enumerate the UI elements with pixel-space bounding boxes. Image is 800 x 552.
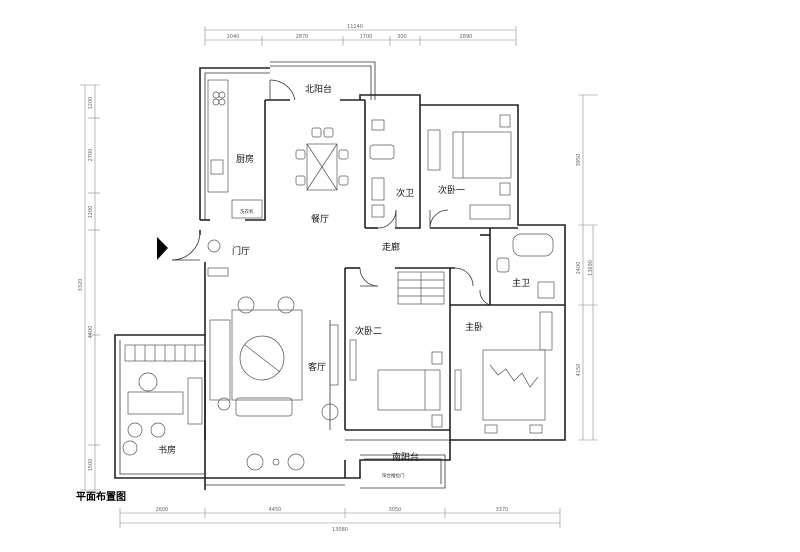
label-corridor: 走廊 <box>382 241 400 253</box>
dim-left-2: 2700 <box>88 149 94 162</box>
dim-right-4: 4150 <box>576 364 582 377</box>
bed-1-furniture <box>427 114 512 220</box>
label-second-bath: 次卫 <box>396 187 414 199</box>
plan-title: 平面布置图 <box>76 490 126 503</box>
dining-table <box>295 127 349 191</box>
label-foyer: 门厅 <box>232 245 250 257</box>
dim-top-3: 1700 <box>360 34 373 40</box>
kitchen-fixtures: 洗衣机 <box>207 79 263 219</box>
label-master-bed: 主卧 <box>465 321 483 333</box>
label-south-balcony: 南阳台 <box>392 451 419 463</box>
right-dimension-lines: 3950 2400 13690 4150 <box>576 94 598 441</box>
foyer-furniture <box>207 239 229 277</box>
left-dimension-lines: 1200 2700 1200 3320 4400 1500 <box>78 84 100 491</box>
wardrobe <box>397 271 445 305</box>
dim-top-2: 2870 <box>296 34 309 40</box>
interior-walls <box>204 99 565 441</box>
dim-bottom-3: 3050 <box>389 507 402 513</box>
entrance-arrow-icon <box>157 237 168 260</box>
appliance-label: 洗衣机 <box>240 208 254 215</box>
dim-right-2: 2400 <box>576 262 582 275</box>
bottom-dimension-lines: 2600 4450 3050 3370 13080 <box>119 507 561 533</box>
dim-bottom-4: 3370 <box>496 507 509 513</box>
label-second-bed-2: 次卧二 <box>355 325 382 337</box>
dim-top-1: 2040 <box>227 34 240 40</box>
label-north-balcony: 北阳台 <box>305 83 332 95</box>
doors <box>171 79 491 306</box>
master-bath-fixtures <box>496 233 555 299</box>
second-bath-fixtures <box>369 119 395 218</box>
dim-bottom-1: 2600 <box>156 507 169 513</box>
study-furniture <box>122 344 206 456</box>
exterior-walls <box>114 61 566 490</box>
master-bed-furniture <box>454 311 553 434</box>
dim-bottom-overall: 13080 <box>332 527 348 533</box>
dim-top-5: 2890 <box>460 34 473 40</box>
top-dimension-lines: 11140 2040 2870 1700 300 2890 <box>204 24 517 46</box>
dim-top-4: 300 <box>397 34 407 40</box>
dim-right-3: 13690 <box>588 260 594 276</box>
label-living: 客厅 <box>308 361 326 373</box>
living-furniture <box>209 296 339 471</box>
dim-left-6: 1500 <box>88 459 94 472</box>
label-kitchen: 厨房 <box>236 153 254 165</box>
label-study: 书房 <box>158 444 176 456</box>
label-dining: 餐厅 <box>311 213 329 225</box>
dim-left-1: 1200 <box>88 97 94 110</box>
dim-top-overall: 11140 <box>347 24 363 30</box>
label-master-bath: 主卫 <box>512 277 530 289</box>
dim-left-3: 1200 <box>88 206 94 219</box>
dim-left-5: 4400 <box>88 326 94 339</box>
label-second-bed-1: 次卧一 <box>438 184 465 196</box>
dim-right-1: 3950 <box>576 154 582 167</box>
room-labels: 北阳台 厨房 餐厅 次卫 次卧一 门厅 走廊 主卫 主卧 次卧二 客厅 书房 南… <box>158 83 530 479</box>
dim-left-4: 3320 <box>78 279 84 292</box>
balcony-note: 阳台推拉门 <box>382 472 405 479</box>
bed-2-furniture <box>349 339 443 428</box>
dim-bottom-2: 4450 <box>269 507 282 513</box>
